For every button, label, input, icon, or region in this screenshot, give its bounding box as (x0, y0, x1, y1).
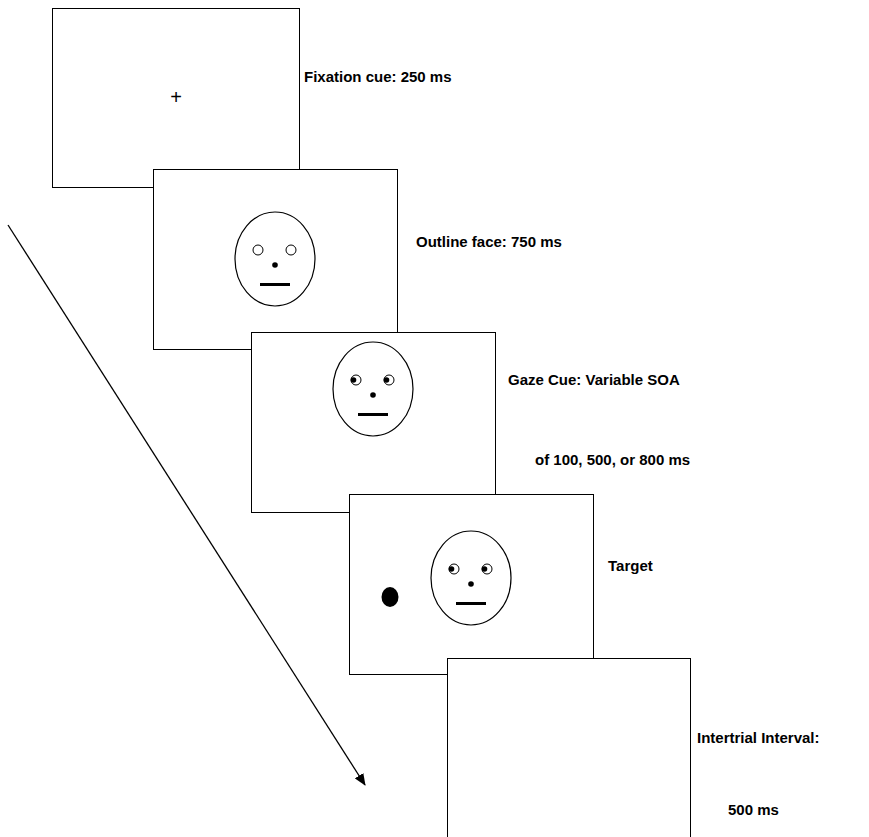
step-label: Outline face: 750 ms (416, 233, 562, 251)
outline-face (235, 212, 315, 306)
step-label: of 100, 500, or 800 ms (535, 451, 690, 469)
trial-screen: Target (349, 494, 594, 675)
screen-frame (53, 9, 300, 188)
target-dot (382, 587, 399, 607)
screen-frame (448, 659, 691, 837)
trial-screen: Gaze Cue: Variable SOAof 100, 500, or 80… (251, 332, 496, 513)
step-label: 500 ms (728, 801, 779, 819)
trial-screen: +Fixation cue: 250 ms (52, 8, 300, 188)
trial-screen: Outline face: 750 ms (153, 169, 398, 350)
screen-frame (154, 170, 398, 350)
screen-frame (252, 333, 496, 513)
trial-screen: Intertrial Interval:500 ms (447, 658, 691, 837)
gaze-face (333, 342, 413, 436)
fixation-cross: + (170, 87, 182, 107)
gaze-face (431, 531, 511, 625)
step-label: Intertrial Interval: (697, 729, 820, 747)
step-label: Target (608, 557, 653, 575)
step-label: Fixation cue: 250 ms (304, 68, 452, 86)
screen-frame (350, 495, 594, 675)
step-label: Gaze Cue: Variable SOA (508, 371, 680, 389)
